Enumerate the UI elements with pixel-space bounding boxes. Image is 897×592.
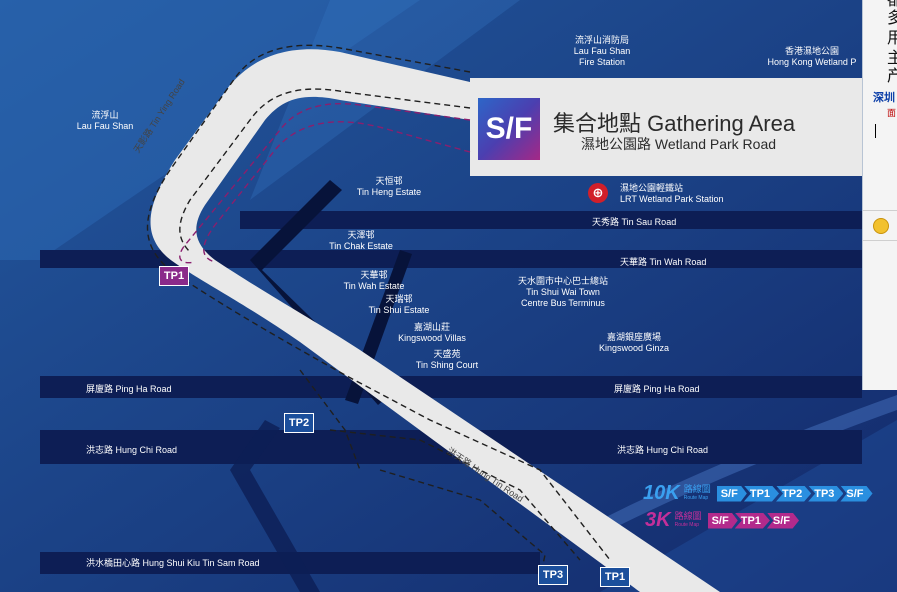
side-link[interactable]: 深圳 (873, 92, 895, 104)
legend-10k-distance: 10K (643, 482, 680, 504)
legend-10k-stop-3: TP2 (776, 485, 812, 502)
mtr-logo-icon: ⊕ (588, 183, 608, 203)
road-hung-chi-left: 洪志路 Hung Chi Road (86, 445, 178, 455)
road-ping-ha-left: 屏廈路 Ping Ha Road (86, 384, 172, 394)
side-mark: 面 (887, 108, 897, 118)
road-hung-chi-right: 洪志路 Hung Chi Road (617, 445, 709, 455)
emoticon-icon[interactable] (873, 218, 889, 234)
lrt-station-label: 濕地公園輕鐵站 LRT Wetland Park Station (620, 183, 724, 204)
side-char-4: 主 (887, 50, 897, 68)
gathering-area-title: 集合地點 Gathering Area (553, 111, 796, 136)
side-panel: 都 多 用 主 产 深圳 面 (862, 0, 897, 390)
road-ping-ha-right: 屏廈路 Ping Ha Road (614, 384, 700, 394)
divider (863, 210, 897, 211)
legend-3k-stop-3: S/F (766, 512, 800, 529)
legend-10k-stop-4: TP3 (808, 485, 844, 502)
checkpoint-tp1-left: TP1 (159, 266, 189, 286)
side-char-2: 多 (887, 10, 897, 28)
legend-10k-stop-5: S/F (840, 485, 873, 502)
checkpoint-tp3: TP3 (538, 565, 568, 585)
streets (40, 180, 862, 592)
side-char-5: 产 (887, 68, 897, 86)
legend-3k-stop-1: S/F (707, 512, 738, 529)
side-char-3: 用 (887, 30, 897, 48)
road-hung-shui-kiu: 洪水橋田心路 Hung Shui Kiu Tin Sam Road (86, 558, 260, 568)
divider (863, 240, 897, 241)
checkpoint-tp1-bottom: TP1 (600, 567, 630, 587)
legend-3k-stop-2: TP1 (734, 512, 770, 529)
legend-10k-stop-1: S/F (716, 485, 747, 502)
text-cursor (875, 124, 876, 138)
side-char-1: 都 (887, 0, 897, 10)
legend-3k-distance: 3K (645, 509, 671, 531)
gathering-area-subtitle: 濕地公園路 Wetland Park Road (581, 136, 777, 152)
road-tin-sau: 天秀路 Tin Sau Road (592, 217, 677, 227)
start-finish-logo: S/F (478, 98, 540, 160)
checkpoint-tp2: TP2 (284, 413, 314, 433)
road-tin-wah: 天華路 Tin Wah Road (620, 257, 707, 267)
legend-10k-stop-2: TP1 (743, 485, 780, 502)
